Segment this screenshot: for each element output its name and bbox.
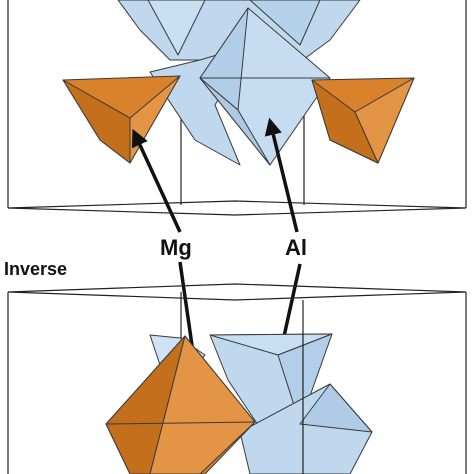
al-octahedron-face [249, 0, 321, 46]
al-octahedron-lower-face [299, 383, 373, 433]
al-label: Al [285, 235, 307, 260]
al-octahedron-front-face [277, 333, 333, 425]
lower-mg-octahedron [105, 335, 256, 474]
mg-tetrahedron-right [311, 77, 415, 164]
upper-panel [7, 0, 467, 216]
mg-label: Mg [160, 235, 192, 260]
section-label-inverse: Inverse [4, 259, 67, 279]
lower-panel [7, 283, 467, 474]
upper-mg-tetrahedra [62, 75, 415, 164]
al-octahedron-center-face [199, 77, 271, 166]
annotations: Mg Al Inverse [4, 117, 307, 384]
upper-al-octahedra [117, 0, 361, 166]
arrow-mg-upper [131, 128, 182, 233]
al-octahedron-face [147, 0, 206, 56]
arrow-al-upper [264, 117, 299, 233]
mg-tetrahedron-left [62, 75, 181, 164]
lower-cell-frame [7, 283, 467, 474]
